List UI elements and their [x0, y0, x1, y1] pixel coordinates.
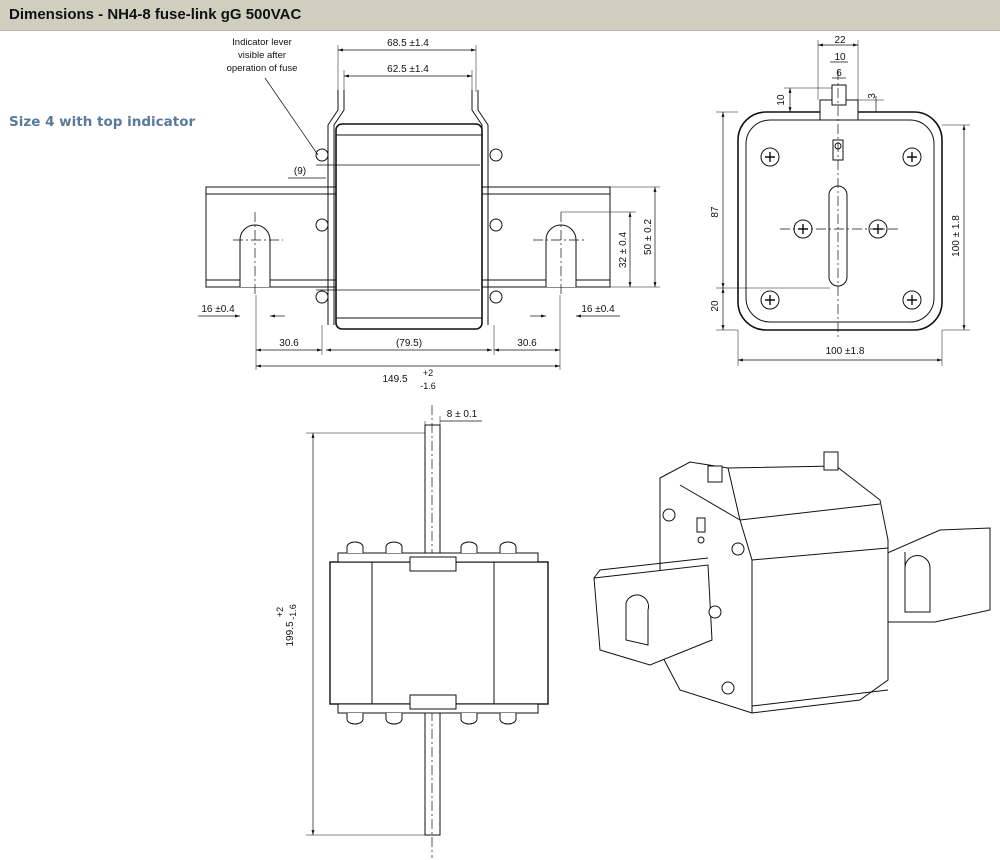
dim-blade: 8 ± 0.1 — [447, 409, 478, 420]
dim-top-total: 199.5 — [285, 621, 296, 646]
dim-100-height: 100 ± 1.8 — [951, 215, 962, 257]
page-title: Dimensions - NH4-8 fuse-link gG 500VAC — [9, 6, 302, 23]
top-view-labels: 8 ± 0.1 199.5 +2 -1.6 — [275, 409, 478, 647]
front-view — [198, 45, 660, 370]
dim-height-32: 32 ± 0.4 — [618, 232, 629, 269]
dim-top-tol-plus: +2 — [275, 607, 285, 617]
dim-width-inner: 62.5 ±1.4 — [387, 64, 429, 75]
top-screws-lower — [346, 713, 517, 725]
top-screws-upper — [346, 541, 517, 553]
dim-total: 149.5 — [382, 374, 407, 385]
dim-slot-left: 16 ±0.4 — [201, 304, 235, 315]
dim-body: (79.5) — [396, 338, 422, 349]
dim-left-30: 30.6 — [279, 338, 299, 349]
side-view-labels: 22 10 6 10 3 87 20 100 ± 1.8 100 ±1.8 — [710, 35, 962, 357]
dim-6: 6 — [836, 68, 842, 79]
dim-indicator: (9) — [294, 166, 306, 177]
indicator-note-line-1: Indicator lever — [232, 37, 292, 48]
dim-top-tol-minus: -1.6 — [288, 604, 298, 620]
dim-100-width: 100 ±1.8 — [826, 346, 865, 357]
dim-20: 20 — [710, 300, 721, 312]
dim-right-30: 30.6 — [517, 338, 537, 349]
indicator-note-line-3: operation of fuse — [227, 63, 298, 74]
indicator-note-line-2: visible after — [238, 50, 286, 61]
dim-87: 87 — [710, 206, 721, 218]
top-view — [306, 405, 549, 858]
header-bar: Dimensions - NH4-8 fuse-link gG 500VAC — [0, 0, 1000, 31]
front-view-labels: Indicator lever visible after operation … — [201, 37, 654, 391]
dim-width-outer: 68.5 ±1.4 — [387, 38, 429, 49]
dim-3: 3 — [867, 93, 878, 99]
isometric-view — [593, 451, 991, 714]
variant-label: Size 4 with top indicator — [9, 114, 196, 130]
dim-total-tol-plus: +2 — [423, 368, 433, 378]
dim-height-50: 50 ± 0.2 — [643, 219, 654, 256]
dim-10-top: 10 — [834, 52, 846, 63]
dim-22: 22 — [834, 35, 846, 46]
dim-slot-right: 16 ±0.4 — [581, 304, 615, 315]
dim-total-tol-minus: -1.6 — [420, 381, 436, 391]
dim-10-left: 10 — [776, 94, 787, 106]
side-view — [716, 40, 970, 366]
